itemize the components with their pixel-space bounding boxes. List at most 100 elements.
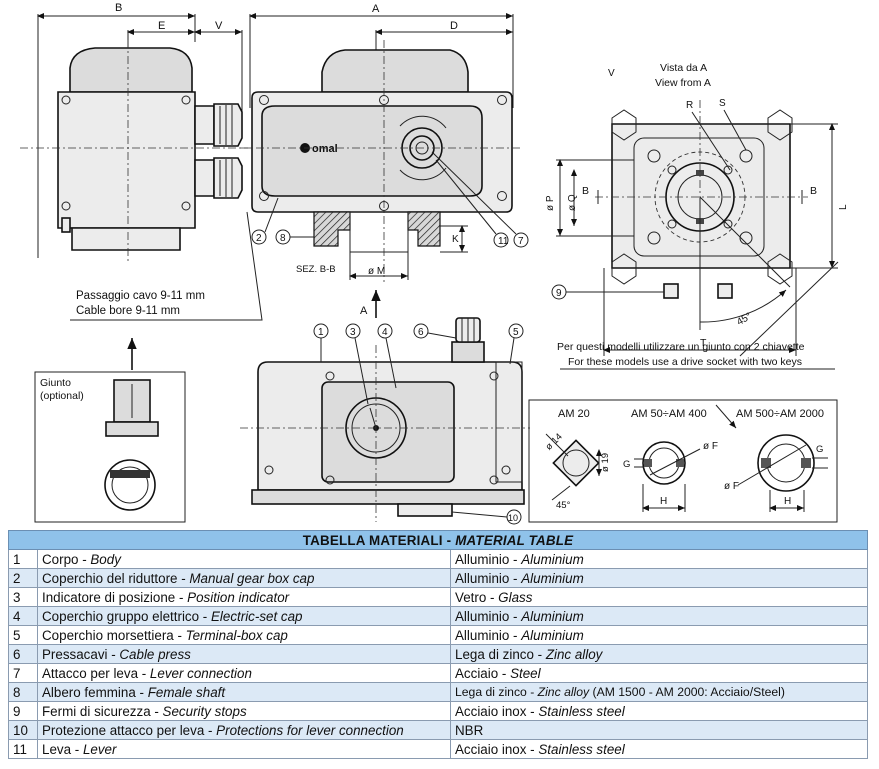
component-cell: Attacco per leva - Lever connection bbox=[37, 663, 451, 683]
drive-note-it: Per questi modelli utilizzare un giunto … bbox=[557, 341, 805, 353]
component-it: Pressacavi - bbox=[42, 646, 120, 662]
material-it: Lega di zinco - bbox=[455, 646, 546, 662]
component-en: Lever connection bbox=[149, 665, 252, 681]
part-number: 5 bbox=[8, 625, 38, 645]
material-it: Alluminio - bbox=[455, 570, 522, 586]
callouts: 2 8 11 7 bbox=[251, 151, 529, 248]
view-from-it: Vista da A bbox=[660, 62, 707, 74]
material-it: Lega di zinco - bbox=[455, 685, 538, 699]
part-number: 6 bbox=[8, 644, 38, 664]
material-cell: Vetro - Glass bbox=[450, 587, 868, 607]
dim-l: L bbox=[838, 204, 849, 210]
component-it: Coperchio morsettiera - bbox=[42, 627, 186, 643]
side-body bbox=[57, 91, 196, 229]
callout-3: 3 bbox=[350, 327, 356, 338]
component-en: Cable press bbox=[119, 646, 191, 662]
dim-v-small: V bbox=[608, 68, 615, 79]
callout-2: 2 bbox=[256, 233, 262, 244]
callout-9: 9 bbox=[556, 288, 562, 299]
cable-bore-note: Passaggio cavo 9-11 mm Cable bore 9-11 m… bbox=[70, 211, 263, 321]
material-en: Aluminium bbox=[521, 570, 584, 586]
component-cell: Corpo - Body bbox=[37, 549, 451, 569]
technical-drawing: B E V A D omal bbox=[20, 2, 849, 525]
material-it: NBR bbox=[455, 722, 484, 738]
part-number: 7 bbox=[8, 663, 38, 683]
dim-m: ø M bbox=[368, 266, 385, 277]
material-cell: Alluminio - Aluminium bbox=[450, 625, 868, 645]
bottom-view: Per questi modelli utilizzare un giunto … bbox=[240, 317, 835, 525]
material-en: Stainless steel bbox=[538, 741, 625, 757]
part-number: 8 bbox=[8, 682, 38, 702]
view-from-a: Vista da A View from A V R S B B ø P ø Q… bbox=[545, 62, 849, 357]
component-en: Body bbox=[90, 551, 121, 567]
dim-a: A bbox=[372, 3, 380, 15]
dim-t: T bbox=[700, 337, 707, 349]
material-cell: Alluminio - Aluminium bbox=[450, 549, 868, 569]
material-it: Alluminio - bbox=[455, 608, 522, 624]
section-label: SEZ. B-B bbox=[296, 264, 336, 275]
material-cell: Lega di zinco - Zinc alloy (AM 1500 - AM… bbox=[450, 682, 868, 702]
material-en: Zinc alloy bbox=[545, 646, 603, 662]
part-number: 10 bbox=[8, 720, 38, 740]
component-cell: Coperchio morsettiera - Terminal-box cap bbox=[37, 625, 451, 645]
callout-4: 4 bbox=[382, 327, 388, 338]
material-cell: Alluminio - Aluminium bbox=[450, 606, 868, 626]
material-en: Glass bbox=[498, 589, 533, 605]
part-number: 4 bbox=[8, 606, 38, 626]
component-cell: Fermi di sicurezza - Security stops bbox=[37, 701, 451, 721]
view-arrow-a: A bbox=[360, 305, 368, 317]
front-view: A D omal K ø M SEZ. B-B A bbox=[240, 3, 522, 318]
material-cell: Acciaio - Steel bbox=[450, 663, 868, 683]
table-title-en: MATERIAL TABLE bbox=[455, 532, 574, 548]
svg-text:omal: omal bbox=[312, 143, 338, 155]
callout-1: 1 bbox=[318, 327, 324, 338]
dim-f-mid: ø F bbox=[703, 441, 718, 452]
view-from-en: View from A bbox=[655, 77, 711, 89]
component-it: Indicatore di posizione - bbox=[42, 589, 188, 605]
component-en: Protections for lever connection bbox=[216, 722, 404, 738]
material-en: Aluminium bbox=[521, 608, 584, 624]
material-note: (AM 1500 - AM 2000: Acciaio/Steel) bbox=[589, 685, 785, 699]
dim-b-left: B bbox=[582, 185, 589, 197]
material-cell: Acciaio inox - Stainless steel bbox=[450, 701, 868, 721]
callout-6: 6 bbox=[418, 327, 424, 338]
material-it: Alluminio - bbox=[455, 627, 522, 643]
component-it: Fermi di sicurezza - bbox=[42, 703, 163, 719]
part-number: 3 bbox=[8, 587, 38, 607]
callout-7: 7 bbox=[518, 236, 524, 247]
component-cell: Albero femmina - Female shaft bbox=[37, 682, 451, 702]
component-en: Lever bbox=[82, 741, 117, 757]
model-am500: AM 500÷AM 2000 bbox=[736, 408, 824, 420]
coupling-box: Giunto (optional) bbox=[34, 338, 186, 523]
dim-b-right: B bbox=[810, 185, 817, 197]
dim-s: S bbox=[719, 98, 726, 109]
material-en: Steel bbox=[510, 665, 541, 681]
dim-p: ø P bbox=[545, 195, 556, 211]
component-it: Attacco per leva - bbox=[42, 665, 150, 681]
dim-45-small: 45° bbox=[556, 500, 571, 511]
component-en: Female shaft bbox=[147, 684, 226, 700]
component-en: Electric-set cap bbox=[210, 608, 303, 624]
callout-5: 5 bbox=[513, 327, 519, 338]
cable-bore-en: Cable bore 9-11 mm bbox=[76, 305, 180, 317]
dim-h-right: H bbox=[784, 496, 791, 507]
callout-10: 10 bbox=[508, 513, 518, 523]
part-number: 9 bbox=[8, 701, 38, 721]
component-en: Position indicator bbox=[187, 589, 290, 605]
material-cell: NBR bbox=[450, 720, 868, 740]
side-view: B E V bbox=[20, 2, 256, 262]
callout-11: 11 bbox=[498, 236, 509, 247]
part-number: 1 bbox=[8, 549, 38, 569]
table-title-it: TABELLA MATERIALI - bbox=[302, 532, 452, 548]
material-it: Acciaio inox - bbox=[455, 703, 539, 719]
dim-r: R bbox=[686, 100, 693, 111]
